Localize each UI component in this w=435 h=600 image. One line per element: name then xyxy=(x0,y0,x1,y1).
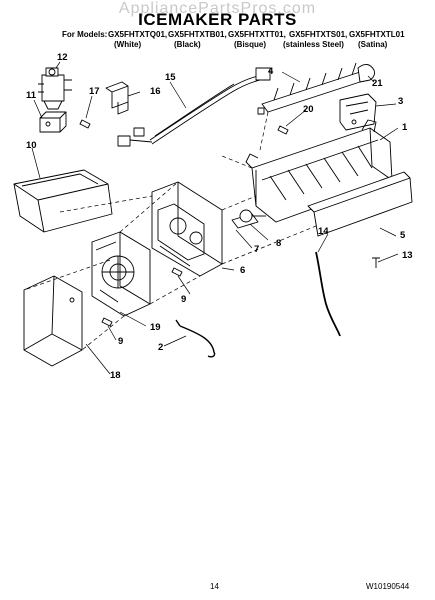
part-screw-17 xyxy=(79,119,91,129)
part-water-valve xyxy=(38,67,72,110)
callout-14: 14 xyxy=(318,226,329,237)
models-label: For Models: xyxy=(62,30,108,39)
part-mounting-bracket xyxy=(105,81,129,115)
callout-11: 11 xyxy=(26,90,37,101)
callout-10: 10 xyxy=(26,140,37,151)
model-color: (Bisque) xyxy=(234,40,266,49)
callout-20: 20 xyxy=(303,104,314,115)
callout-5: 5 xyxy=(400,230,406,241)
callout-9: 9 xyxy=(181,294,187,305)
model-code: GX5FHTXTT01, xyxy=(228,30,286,39)
part-screw-9 xyxy=(101,267,183,327)
leader-lines xyxy=(31,61,399,375)
callout-21: 21 xyxy=(372,78,383,89)
callout-9: 9 xyxy=(118,336,124,347)
model-color: (stainless Steel) xyxy=(283,40,344,49)
model-color: (Satina) xyxy=(358,40,388,49)
callout-1: 1 xyxy=(402,122,408,133)
callout-2: 2 xyxy=(158,342,164,353)
part-ice-bucket xyxy=(13,169,113,233)
part-control-module xyxy=(91,231,151,317)
callout-3: 3 xyxy=(398,96,404,107)
model-code: GX5FHTXTB01, xyxy=(168,30,227,39)
model-code: GX5FHTXTL01 xyxy=(349,30,405,39)
model-color: (White) xyxy=(114,40,142,49)
watermark: AppliancePartsPros.com xyxy=(118,0,317,17)
callout-4: 4 xyxy=(268,66,274,77)
callout-13: 13 xyxy=(402,250,413,261)
callout-15: 15 xyxy=(165,72,176,83)
part-front-cover xyxy=(23,275,83,367)
callout-8: 8 xyxy=(276,238,282,249)
assembly-lines xyxy=(23,111,317,351)
part-screw-20 xyxy=(277,125,289,135)
part-fill-tube xyxy=(315,251,341,337)
part-motor-housing xyxy=(151,181,223,277)
model-code: GX5FHTXTS01, xyxy=(289,30,348,39)
callout-16: 16 xyxy=(150,86,161,97)
page-title: ICEMAKER PARTS xyxy=(138,10,297,29)
part-motor-shaft xyxy=(231,209,266,229)
doc-number: W10190544 xyxy=(366,582,410,591)
callout-7: 7 xyxy=(254,244,260,255)
part-mold-trim xyxy=(307,171,413,237)
callout-6: 6 xyxy=(240,265,246,276)
page-number: 14 xyxy=(210,582,219,591)
part-valve-bracket xyxy=(39,111,67,133)
part-screw-13 xyxy=(372,257,380,268)
part-wire-harness xyxy=(117,67,271,147)
callout-12: 12 xyxy=(57,52,68,63)
part-shutoff-arm xyxy=(175,319,216,358)
callout-17: 17 xyxy=(89,86,100,97)
part-cover xyxy=(339,93,377,131)
model-code: GX5FHTXTQ01, xyxy=(108,30,168,39)
callout-18: 18 xyxy=(110,370,121,381)
callout-19: 19 xyxy=(150,322,161,333)
model-color: (Black) xyxy=(174,40,201,49)
